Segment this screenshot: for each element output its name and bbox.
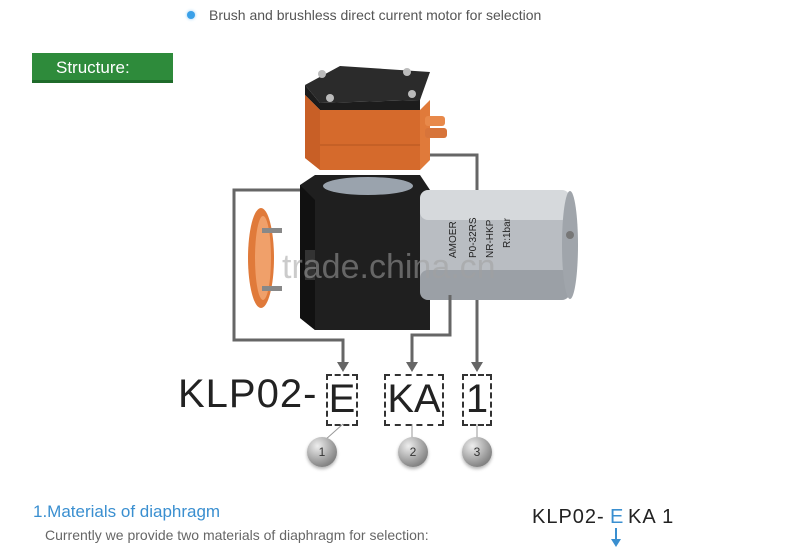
motor-label-1: AMOER bbox=[448, 221, 459, 258]
structure-banner: Structure: bbox=[32, 53, 173, 83]
motor-label-2: P0-32RS bbox=[468, 217, 479, 258]
model-prefix: KLP02- bbox=[178, 372, 318, 416]
pump-top-cover bbox=[305, 66, 430, 112]
motor-label-3: NR-HKP bbox=[485, 219, 496, 258]
model-part-e: E bbox=[326, 374, 358, 426]
section-title: 1.Materials of diaphragm bbox=[33, 502, 221, 521]
pump-head bbox=[305, 95, 447, 170]
model-part-ka: KA bbox=[384, 374, 444, 426]
model-small-highlight: E bbox=[610, 506, 625, 528]
bullet-text: Brush and brushless direct current motor… bbox=[209, 7, 542, 23]
motor-label-4: R:1bar bbox=[502, 217, 513, 248]
model-part-1: 1 bbox=[462, 374, 492, 426]
callout-2: 2 bbox=[398, 437, 428, 467]
arrow-down-icon bbox=[611, 528, 621, 547]
pump-body bbox=[300, 175, 430, 330]
callout-3: 3 bbox=[462, 437, 492, 467]
model-small-rest: KA 1 bbox=[628, 506, 675, 528]
callout-1: 1 bbox=[307, 437, 337, 467]
motor: AMOER P0-32RS NR-HKP R:1bar bbox=[420, 190, 578, 300]
section-description: Currently we provide two materials of di… bbox=[45, 527, 429, 543]
watermark-text: trade.china.cn bbox=[282, 248, 496, 286]
model-small-prefix: KLP02- bbox=[532, 506, 605, 528]
bullet-icon bbox=[187, 11, 195, 19]
diaphragm bbox=[248, 208, 282, 308]
